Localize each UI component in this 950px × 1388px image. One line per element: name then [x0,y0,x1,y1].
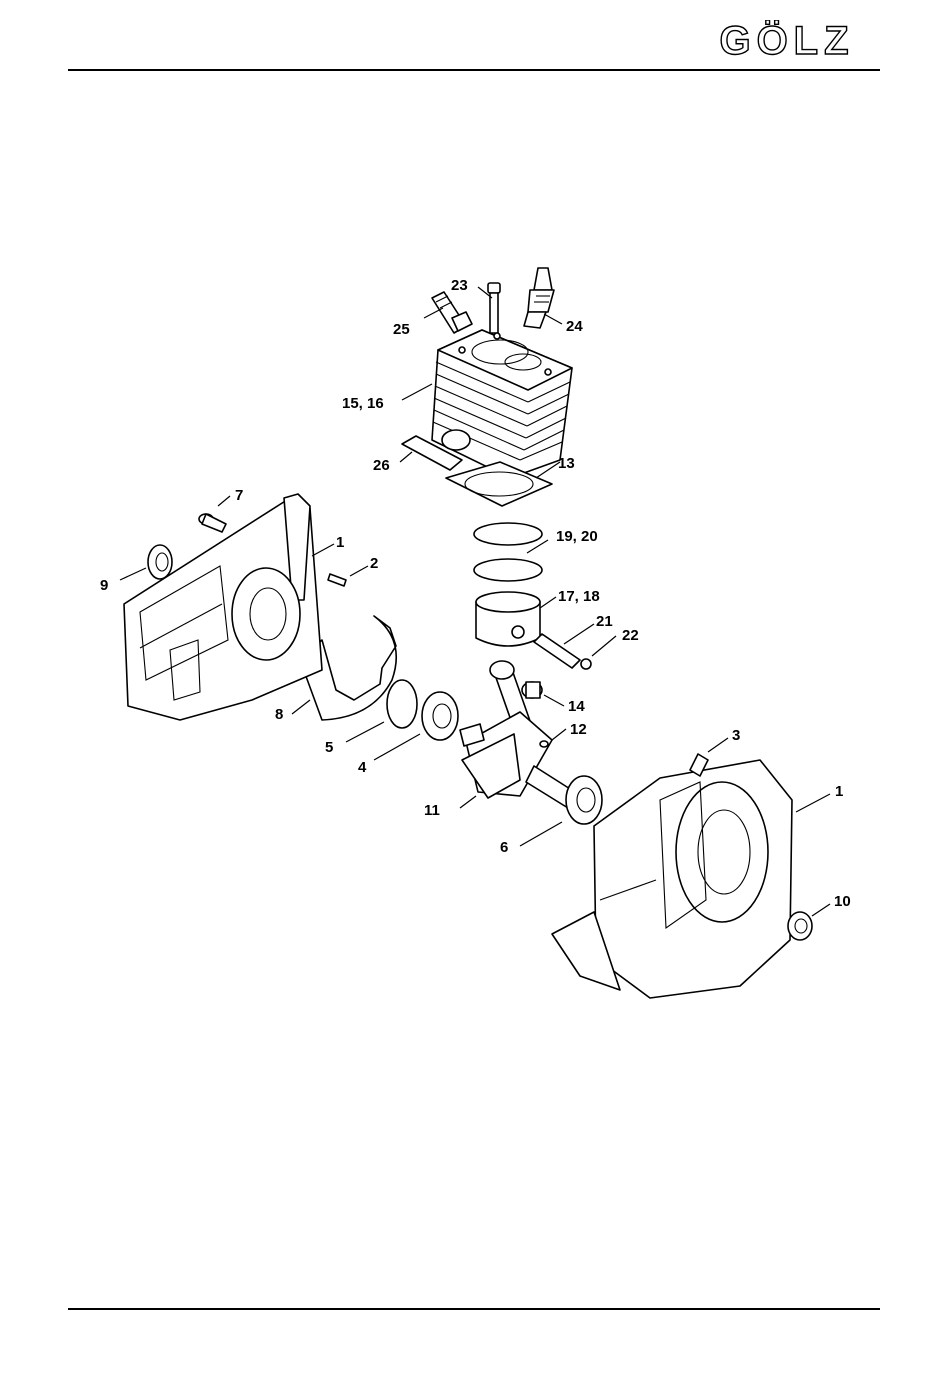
oil-seal-right [788,912,812,940]
callout-9: 9 [100,577,108,594]
decompression-valve [432,292,472,333]
callout-22: 22 [622,627,639,644]
callout-7: 7 [235,487,243,504]
piston [476,592,540,646]
callout-23: 23 [451,277,468,294]
cylinder-bolt [488,283,500,333]
callout-1-right: 1 [835,783,843,800]
piston-ring-lower [474,559,542,581]
callout-11: 11 [424,802,440,819]
callout-19-20: 19, 20 [556,528,598,545]
callout-25: 25 [393,321,410,338]
snap-ring [387,680,417,728]
callout-24: 24 [566,318,583,335]
callout-15-16: 15, 16 [342,395,384,412]
ball-bearing-right [566,776,602,824]
callout-21: 21 [596,613,613,630]
spark-plug [524,268,554,328]
callout-3: 3 [732,727,740,744]
piston-pin-circlip [581,659,591,669]
callout-2: 2 [370,555,378,572]
callout-26: 26 [373,457,390,474]
dowel-pin [328,574,346,586]
crankshaft [460,661,578,808]
oil-seal-left [148,545,172,579]
callout-13: 13 [558,455,575,472]
callout-6: 6 [500,839,508,856]
callout-8: 8 [275,706,283,723]
callout-4: 4 [358,759,367,776]
callout-10: 10 [834,893,851,910]
callout-17-18: 17, 18 [558,588,600,605]
piston-pin [534,634,580,668]
callout-12: 12 [570,721,587,738]
callout-14: 14 [568,698,585,715]
ball-bearing-left [422,692,458,740]
callout-1-left: 1 [336,534,344,551]
needle-cage [522,682,542,698]
piston-ring-upper [474,523,542,545]
crank-circlip [540,741,548,747]
crankcase-screw [199,514,226,532]
callout-5: 5 [325,739,333,756]
